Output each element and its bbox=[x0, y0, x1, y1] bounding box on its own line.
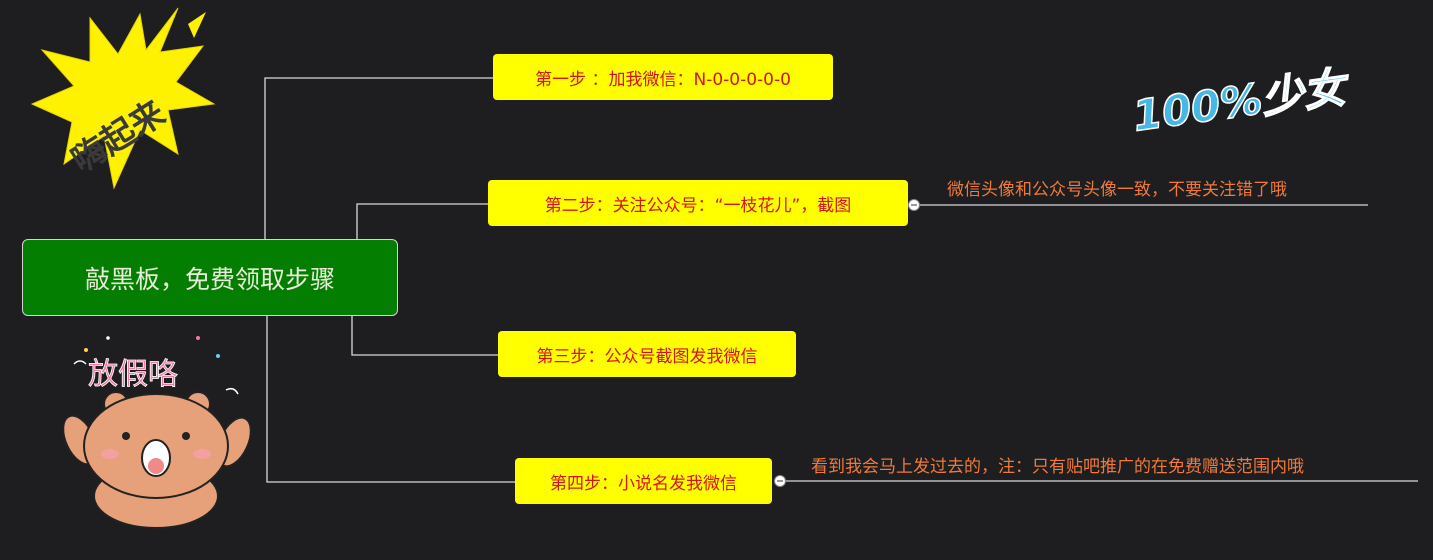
bear-sticker: 放假咯 bbox=[62, 336, 252, 529]
bear-sticker-text: 放假咯 bbox=[88, 357, 178, 392]
title-sticker-text: 100%少女 bbox=[1130, 62, 1353, 140]
note-step-2[interactable]: 微信头像和公众号头像一致，不要关注错了哦 bbox=[947, 180, 1287, 200]
step-node-4[interactable]: 第四步：小说名发我微信 bbox=[515, 458, 772, 504]
step-node-1[interactable]: 第一步 ：加我微信：N-0-0-0-0-0 bbox=[493, 54, 833, 100]
connector-step-1 bbox=[264, 77, 493, 239]
step-node-1-label: 第一步 ：加我微信：N-0-0-0-0-0 bbox=[535, 69, 791, 90]
confetti-icon bbox=[73, 336, 239, 395]
step-node-3[interactable]: 第三步：公众号截图发我微信 bbox=[498, 331, 796, 377]
root-node[interactable]: 敲黑板，免费领取步骤 bbox=[22, 239, 398, 316]
burst-accent bbox=[188, 12, 206, 38]
connector-step-2 bbox=[356, 203, 488, 239]
step-node-2-label: 第二步：关注公众号：“一枝花儿”，截图 bbox=[544, 195, 852, 216]
step-node-2[interactable]: 第二步：关注公众号：“一枝花儿”，截图 bbox=[488, 180, 908, 226]
note-step-4[interactable]: 看到我会马上发过去的，注：只有贴吧推广的在免费赠送范围内哦 bbox=[811, 457, 1304, 477]
connector-step-4 bbox=[266, 316, 515, 483]
burst-sticker: 嗨起来 bbox=[30, 7, 216, 190]
collapse-knobs bbox=[774, 199, 920, 487]
root-node-label: 敲黑板，免费领取步骤 bbox=[84, 264, 335, 294]
burst-shape bbox=[30, 7, 216, 190]
step-node-3-label: 第三步：公众号截图发我微信 bbox=[536, 346, 758, 367]
step-node-4-label: 第四步：小说名发我微信 bbox=[550, 473, 737, 494]
title-sticker: 100%少女 bbox=[1130, 61, 1354, 140]
connector-step-3 bbox=[351, 316, 498, 356]
